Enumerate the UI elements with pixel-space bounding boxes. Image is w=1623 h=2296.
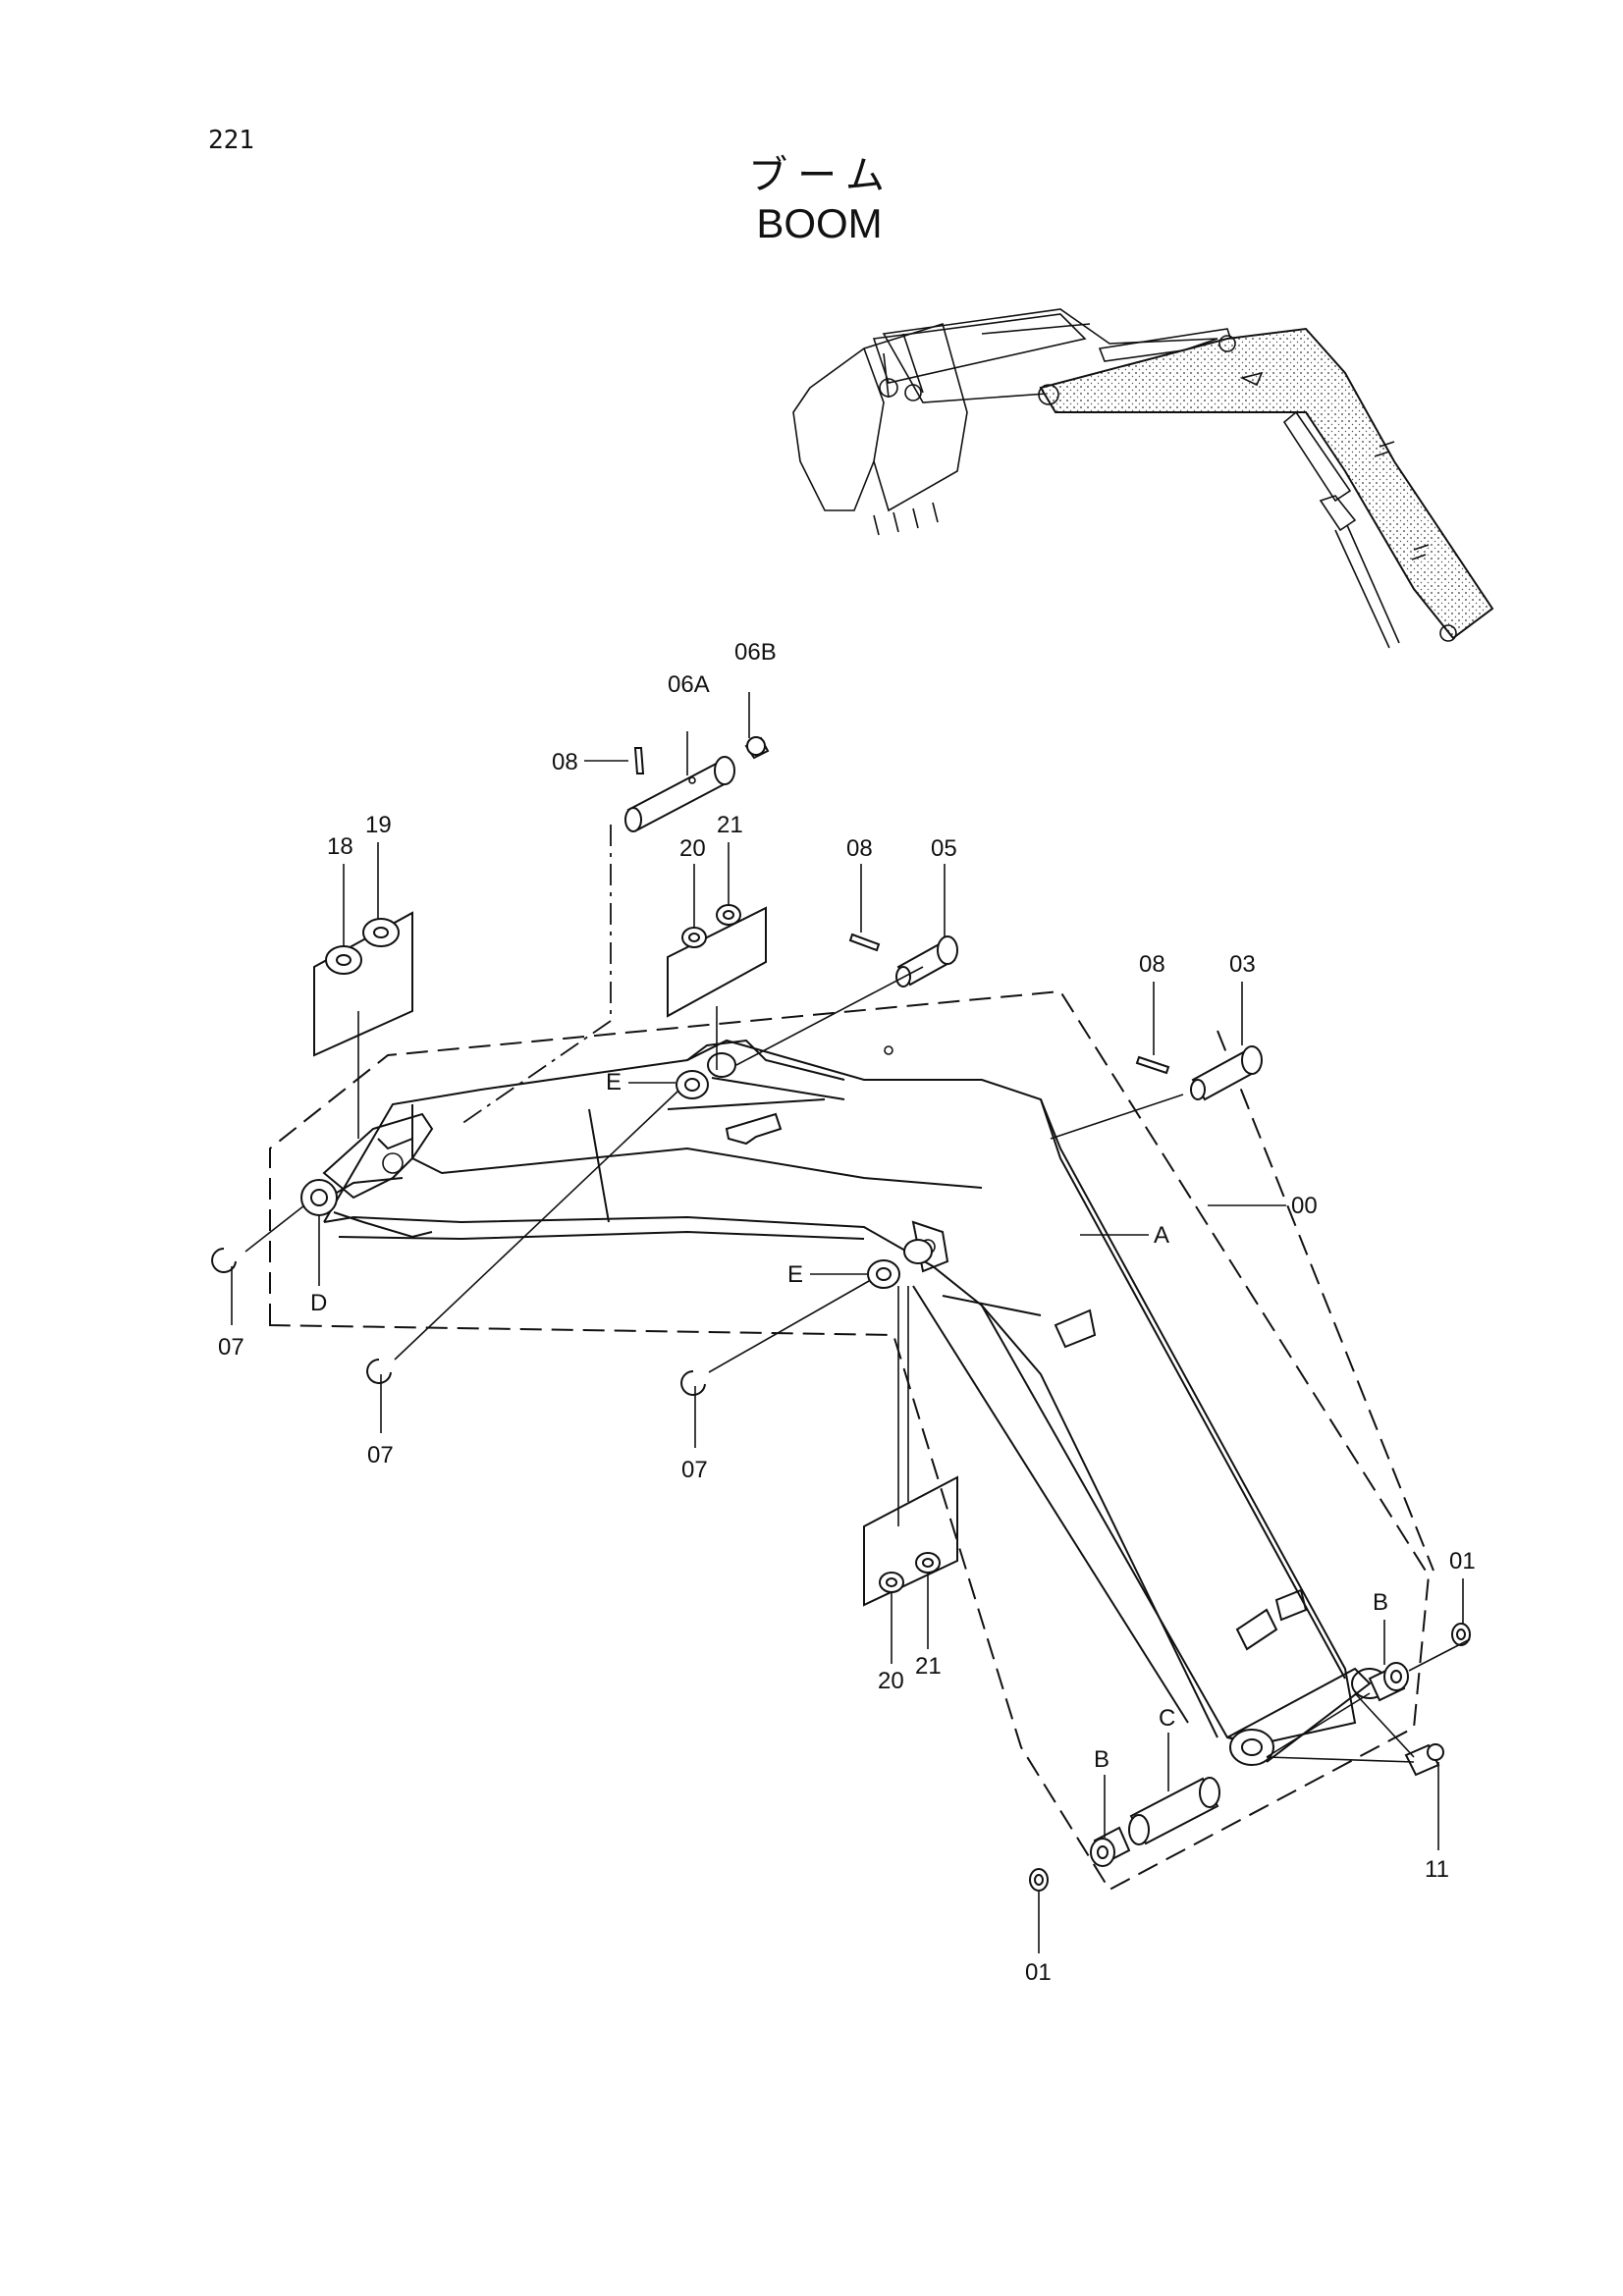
callout-d: D [310,1290,327,1316]
callout-06b: 06B [734,639,777,666]
lock-pin-08-mid [848,933,881,952]
callout-18: 18 [327,833,353,860]
callout-20-lower: 20 [878,1668,904,1694]
callout-b-right: B [1373,1589,1388,1616]
callout-20-upper: 20 [679,835,706,862]
boom-tip [300,1112,434,1239]
callout-21-upper: 21 [717,812,743,838]
lock-pin-08-top [633,747,645,774]
callout-a: A [1154,1222,1169,1249]
callout-e-upper: E [606,1069,622,1095]
snap-ring-07-right [680,1370,706,1396]
title-english: BOOM [756,200,883,246]
callout-01-left: 01 [1025,1959,1052,1986]
callout-b-left: B [1094,1746,1109,1773]
callout-00: 00 [1291,1193,1318,1219]
pin-03 [1190,1045,1263,1101]
page-number: 221 [208,126,254,155]
leader-lines [231,692,1471,1953]
callout-07-middle: 07 [367,1442,394,1468]
boom-body [323,1039,1388,1766]
shim-group-18-19 [313,911,413,1057]
snap-ring-07-middle [366,1359,392,1384]
shim-group-20-21-upper [667,904,767,1018]
shim-group-20-21-lower [863,1475,958,1607]
callout-11: 11 [1425,1856,1449,1883]
callout-c: C [1159,1705,1175,1732]
inset-excavator-front [792,308,1494,649]
callout-01-right: 01 [1449,1548,1476,1575]
callout-05: 05 [931,835,957,862]
snap-ring-07-left [211,1248,237,1273]
pin-05 [895,935,958,988]
bushing-b-left [1090,1826,1131,1867]
callout-06a: 06A [668,671,710,698]
callout-19: 19 [365,812,392,838]
boss-e-lower [867,1239,933,1289]
title-japanese: ブーム [748,153,894,198]
callout-21-lower: 21 [915,1653,942,1680]
boom-assembly-boundary [269,989,1431,1892]
callout-08-mid: 08 [846,835,873,862]
grease-fitting-06b [744,736,770,760]
bushing-b-right [1368,1662,1409,1702]
washer-01-left [1029,1868,1049,1892]
callout-07-right: 07 [681,1457,708,1483]
callout-08-top: 08 [552,749,578,775]
washer-01-right [1451,1623,1471,1646]
callout-labels: 06B 06A 08 18 19 20 21 08 05 08 03 E E A… [218,639,1476,1986]
callout-07-left: 07 [218,1334,244,1361]
boss-e-upper [676,1052,736,1099]
callout-03: 03 [1229,951,1256,978]
lock-pin-08-right [1135,1055,1170,1075]
grease-fitting-11 [1404,1743,1444,1777]
pin-06a [624,756,735,832]
callout-e-lower: E [787,1261,803,1288]
callout-08-right: 08 [1139,951,1165,978]
pin-c [1128,1777,1220,1845]
